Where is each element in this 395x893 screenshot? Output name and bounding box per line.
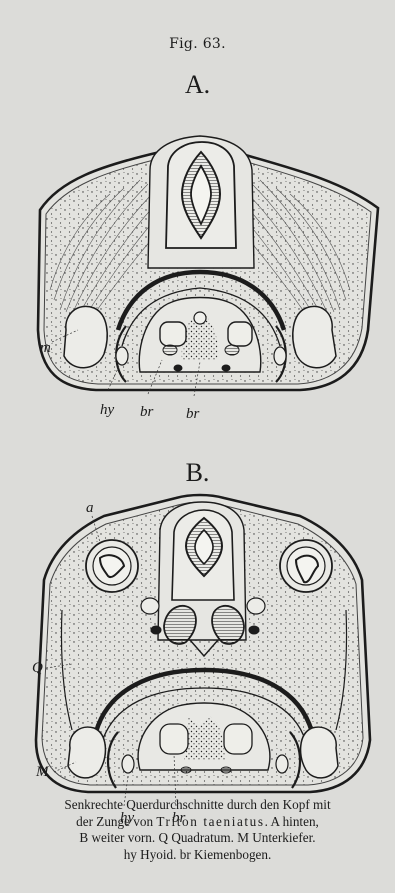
label-a-br-1: br [140,404,154,420]
label-b-a: a [86,500,94,516]
caption-line-2: der Zunge von Triton taeniatus. A hinten… [4,814,391,831]
caption-line-3: B weiter vorn. Q Quadratum. M Unterkiefe… [4,830,391,847]
label-b-m: M [35,764,50,780]
section-b-eye-left [86,540,138,592]
section-a-hyoid [160,322,186,346]
section-a [38,136,378,390]
caption-species: Triton taeniatus [156,814,264,829]
label-b-q: Q [32,660,43,676]
section-b-mandible-right [301,727,338,778]
section-a-mandible-left [64,306,107,367]
label-a-m: m [40,340,51,356]
section-b [36,495,370,792]
caption-line-4: hy Hyoid. br Kiemenbogen. [4,847,391,864]
label-a-br-2: br [186,406,200,422]
label-a-hy: hy [100,402,115,418]
section-a-mandible-right [293,306,336,367]
figure-caption: Senkrechte Querdurchschnitte durch den K… [4,797,391,863]
caption-line-1: Senkrechte Querdurchschnitte durch den K… [4,797,391,814]
section-b-eye-right [280,540,332,592]
section-b-mandible-left [68,727,105,778]
